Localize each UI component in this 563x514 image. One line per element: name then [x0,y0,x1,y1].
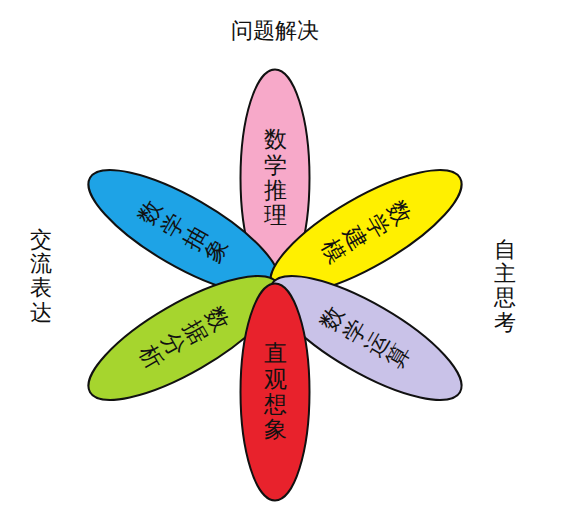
petal-label: 数学推理 [264,127,287,228]
petal-node: 直观想象 [239,282,311,502]
outer-label: 交流表达 [30,228,52,325]
outer-label: 问题解决 [231,16,319,46]
outer-label: 自主思考 [494,238,516,335]
petal-label: 直观想象 [264,341,287,442]
